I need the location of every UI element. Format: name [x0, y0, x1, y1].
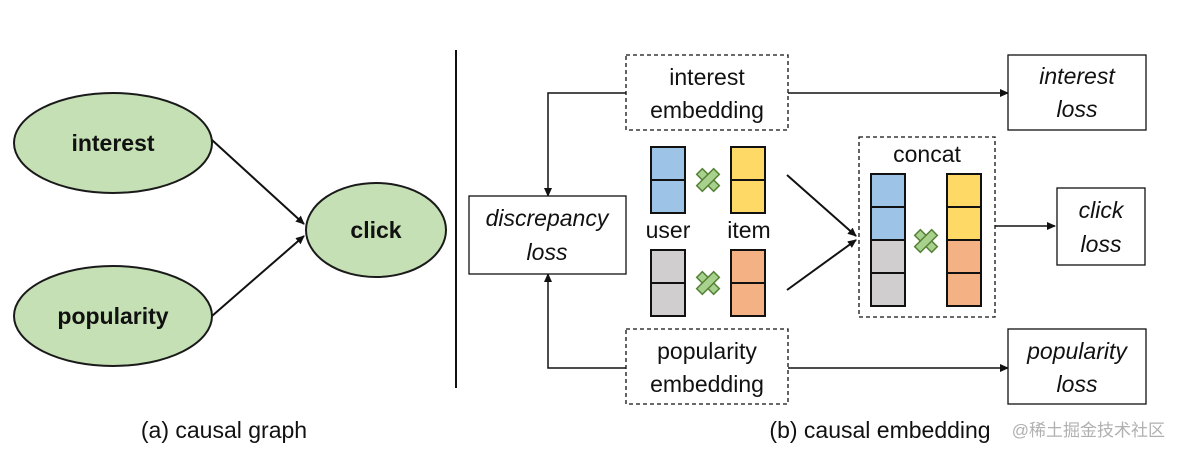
concat-item-vector-cell: [946, 272, 982, 307]
interest-embedding-line2: embedding: [650, 97, 764, 123]
popularity-loss-box: [1007, 328, 1147, 405]
popularity-loss-line2: loss: [1057, 371, 1098, 397]
item-popularity-vector-cell: [730, 249, 766, 284]
edge-interest-to-click: [211, 139, 305, 225]
multiply-icon: [695, 167, 721, 193]
item-interest-vector-cell: [730, 179, 766, 214]
caption-causal-embedding: (b) causal embedding: [769, 417, 990, 443]
click-loss-box: [1056, 187, 1146, 266]
item-interest-vector-cell: [730, 146, 766, 181]
node-popularity: [13, 265, 213, 367]
node-interest-label: interest: [71, 130, 154, 156]
concat-box: [858, 136, 996, 318]
node-popularity-label: popularity: [57, 303, 168, 329]
discrepancy-loss-box: [468, 195, 627, 275]
item-popularity-vector-cell: [730, 282, 766, 317]
discrepancy-loss-line2: loss: [527, 239, 568, 265]
item-label: item: [727, 217, 770, 243]
concat-item-vector-cell: [946, 239, 982, 274]
click-loss-line1: click: [1079, 197, 1125, 223]
concat-user-vector-cell: [870, 206, 906, 241]
arrow-popularity-to-discrepancy: [544, 273, 626, 369]
concat-user-vector-cell: [870, 173, 906, 208]
concat-user-vector-cell: [870, 272, 906, 307]
popularity-embedding-box: [625, 328, 789, 405]
user-popularity-vector-cell: [650, 282, 686, 317]
popularity-embedding-line1: popularity: [657, 338, 757, 364]
arrow-interest-to-discrepancy: [544, 92, 626, 197]
causal-embedding-panel: interest embedding popularity embedding …: [468, 54, 1147, 443]
multiply-icon: [695, 270, 721, 296]
interest-loss-line2: loss: [1057, 96, 1098, 122]
user-interest-vector-cell: [650, 179, 686, 214]
causal-graph-panel: interest popularity click (a) causal gra…: [13, 92, 447, 443]
caption-causal-graph: (a) causal graph: [141, 417, 307, 443]
click-loss-line2: loss: [1081, 231, 1122, 257]
arrow-lower-pair-to-concat: [786, 239, 857, 291]
node-click: [305, 182, 447, 278]
node-click-label: click: [350, 217, 401, 243]
interest-embedding-box: [625, 54, 789, 131]
user-popularity-vector-cell: [650, 249, 686, 284]
popularity-loss-line1: popularity: [1026, 338, 1128, 364]
watermark: @稀土掘金技术社区: [1012, 421, 1165, 440]
node-interest: [13, 92, 213, 194]
popularity-embedding-line2: embedding: [650, 371, 764, 397]
interest-embedding-line1: interest: [669, 64, 745, 90]
edge-popularity-to-click: [211, 235, 305, 317]
user-label: user: [646, 217, 691, 243]
concat-item-vector-cell: [946, 206, 982, 241]
concat-user-vector-cell: [870, 239, 906, 274]
interest-loss-line1: interest: [1039, 63, 1116, 89]
concat-label: concat: [893, 141, 961, 167]
multiply-icon: [913, 228, 939, 254]
arrow-upper-pair-to-concat: [786, 174, 857, 237]
concat-item-vector-cell: [946, 173, 982, 208]
interest-loss-box: [1007, 54, 1147, 131]
interest-vector-pair: [650, 146, 766, 214]
popularity-vector-pair: [650, 249, 766, 317]
user-interest-vector-cell: [650, 146, 686, 181]
discrepancy-loss-line1: discrepancy: [486, 205, 610, 231]
concat-vectors: [870, 173, 982, 307]
